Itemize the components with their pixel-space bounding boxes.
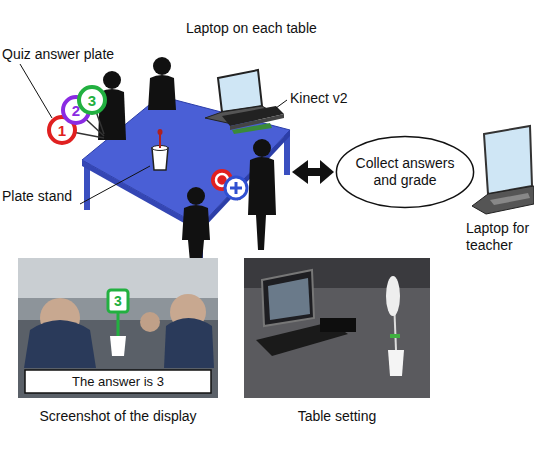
plate-stand: [80, 129, 168, 204]
plate-number: 2: [72, 102, 80, 119]
people: [98, 57, 276, 262]
table-edge: [200, 130, 290, 232]
kinect-sensor: [222, 100, 287, 134]
callout-label: Kinect v2: [290, 90, 348, 107]
photo-caption: Table setting: [298, 408, 377, 425]
screenshot-photo: [18, 258, 218, 398]
process-ellipse: Collect answers and grade: [335, 135, 475, 209]
photo-caption: Screenshot of the display: [39, 408, 196, 425]
plate-number: 3: [114, 293, 122, 309]
node-text: The answer is 3: [24, 373, 212, 390]
plate-number: 1: [58, 122, 66, 139]
table-setting-photo: [244, 258, 430, 398]
double-arrow: [292, 160, 334, 184]
plate-number: 3: [88, 92, 96, 109]
callout-label: Plate stand: [2, 188, 72, 205]
answer-box: The answer is 3: [24, 369, 212, 394]
callout-label: Laptop on each table: [186, 20, 317, 37]
node-text: Collect answers and grade: [352, 155, 458, 189]
callout-label: Laptop for teacher: [466, 220, 532, 254]
answer-plates: [20, 64, 105, 143]
answer-plates: [211, 169, 247, 200]
teacher-laptop: [472, 126, 534, 214]
callout-label: Quiz answer plate: [2, 46, 114, 63]
